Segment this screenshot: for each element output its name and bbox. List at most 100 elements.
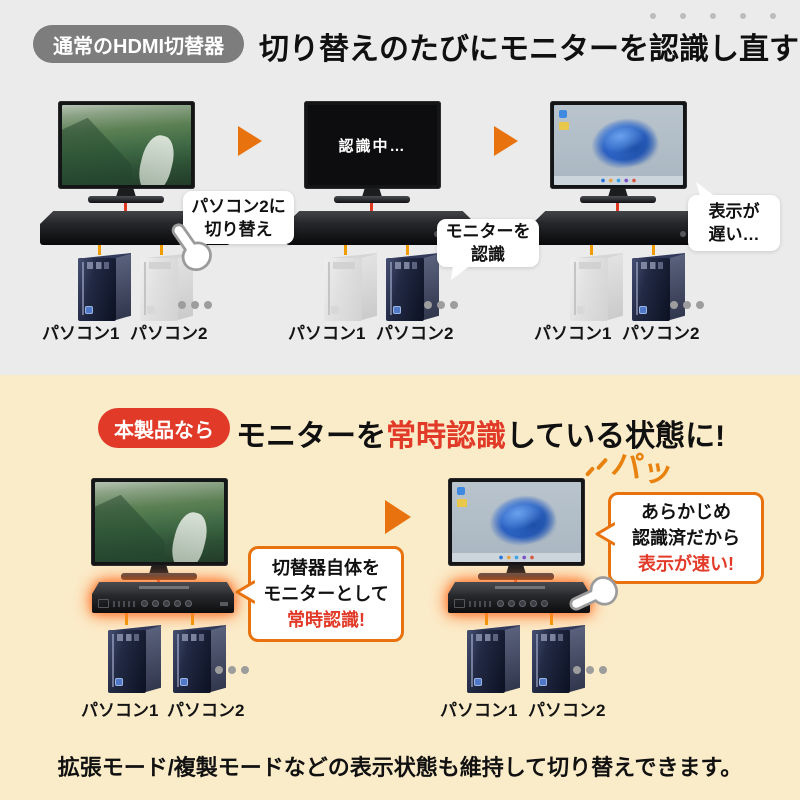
pc-tower-2 [632, 253, 687, 321]
pc-label-2: パソコン2 [528, 701, 606, 720]
bubble-line: モニターとして [263, 584, 389, 604]
monitor-stand-base [580, 196, 656, 203]
pc2-cable [652, 245, 655, 255]
bubble-line: モニターを [445, 222, 531, 241]
pc-label-2: パソコン2 [130, 324, 208, 343]
monitor-stand [362, 188, 382, 197]
switcher-button [508, 600, 515, 607]
folder-icon [559, 122, 569, 130]
pc-tower-1 [467, 625, 522, 693]
bubble-line: 認識済だから [632, 528, 740, 548]
recognizing-text: 認識中… [338, 137, 407, 155]
monitor-screen-windows [554, 105, 683, 185]
switcher-port [454, 599, 465, 608]
sparkle-icon [595, 457, 609, 471]
emphasis-dots [650, 13, 776, 19]
product-after-switch: パソコン1 パソコン2 あらかじめ 認識済だから 表示が速い! [440, 470, 770, 730]
pc-tower-1 [324, 253, 379, 321]
hdmi-cable-monitor [616, 202, 619, 214]
headline-product-pre: モニターを [236, 420, 386, 453]
pc1-cable [590, 245, 593, 255]
bubble-line: 表示が [708, 202, 760, 221]
headline-normal-pre: 切り替えのたびにモニターを [259, 33, 649, 66]
speech-bubble-switch-to-pc2: パソコン2に 切り替え [183, 191, 294, 244]
switcher-button [152, 600, 159, 607]
switcher-button [519, 600, 526, 607]
bubble-line: パソコン2に [191, 196, 286, 216]
desktop-icon [457, 487, 465, 495]
pc-label-2: パソコン2 [376, 324, 454, 343]
pc-tower-1 [570, 253, 625, 321]
monitor-stand-base [121, 573, 197, 580]
ellipsis-dots [573, 666, 607, 674]
monitor [58, 101, 195, 189]
monitor-stand [506, 565, 526, 574]
monitor-screen-recognizing: 認識中… [308, 105, 437, 185]
section-normal-switcher: 通常のHDMI切替器 切り替えのたびにモニターを認識し直す [0, 0, 800, 375]
pc-label-1: パソコン1 [81, 701, 159, 720]
pc1-cable [344, 245, 347, 255]
pc1-cable [485, 612, 488, 625]
hdmi-cable-monitor [124, 202, 127, 214]
switcher-port [98, 599, 109, 608]
pc1-cable [98, 245, 101, 255]
switcher-button [174, 600, 181, 607]
footer-note: 拡張モード/複製モードなどの表示状態も維持して切り替えできます。 [57, 755, 743, 780]
monitor: 認識中… [304, 101, 441, 189]
pc-tower-1 [78, 253, 133, 321]
ellipsis-dots [670, 301, 704, 309]
section-this-product: 本製品なら モニターを常時認識している状態に! [0, 375, 800, 800]
switcher-button [163, 600, 170, 607]
pc2-cable [550, 612, 553, 625]
pc-tower-2 [386, 253, 441, 321]
switcher-labels [469, 600, 493, 607]
badge-normal-label: 通常のHDMI切替器 [53, 35, 225, 58]
speech-bubble-recognize-monitor: モニターを 認識 [437, 219, 539, 280]
hdmi-switcher [286, 211, 476, 245]
pc-label-2: パソコン2 [622, 324, 700, 343]
monitor-stand-base [88, 196, 164, 203]
badge-normal-switcher: 通常のHDMI切替器 [33, 25, 245, 63]
badge-this-product: 本製品なら [98, 408, 230, 448]
pc-label-1: パソコン1 [42, 324, 120, 343]
switcher-button [541, 600, 548, 607]
bubble-tail [595, 522, 615, 546]
monitor-stand [116, 188, 136, 197]
monitor-stand [149, 565, 169, 574]
headline-product: モニターを常時認識している状態に! [236, 411, 725, 455]
headline-product-highlight: 常時認識 [386, 420, 506, 453]
ellipsis-dots [424, 301, 458, 309]
headline-normal: 切り替えのたびにモニターを認識し直す [259, 24, 799, 68]
bubble-line: 認識 [471, 245, 505, 264]
pc2-cable [406, 245, 409, 255]
monitor [448, 478, 585, 566]
pc-tower-2 [140, 253, 195, 321]
step-2-recognizing: 認識中… パソコン [286, 95, 501, 360]
desktop-icon [559, 110, 567, 118]
monitor-stand-base [478, 573, 554, 580]
monitor-screen-windows [452, 482, 581, 562]
bubble-line: 遅い… [708, 225, 760, 244]
monitor-stand-base [334, 196, 410, 203]
bubble-line-highlight: 表示が速い! [638, 554, 734, 574]
switcher-button [530, 600, 537, 607]
product-before-switch: パソコン1 パソコン2 切替器自体を モニターとして 常時認識! [81, 470, 405, 730]
pc-label-2: パソコン2 [167, 701, 245, 720]
ellipsis-dots [178, 301, 212, 309]
pc-label-1: パソコン1 [288, 324, 366, 343]
hdmi-cable-monitor [370, 202, 373, 214]
bubble-line: 切替器自体を [272, 558, 380, 578]
speech-bubble-slow-display: 表示が 遅い… [688, 182, 780, 251]
product-hdmi-switcher [448, 582, 590, 613]
switcher-labels [113, 600, 137, 607]
product-hdmi-switcher [92, 582, 234, 613]
monitor-screen-landscape [95, 482, 224, 562]
monitor-stand [608, 188, 628, 197]
switcher-button [497, 600, 504, 607]
pc2-cable [160, 245, 163, 255]
ellipsis-dots [215, 666, 249, 674]
monitor-screen-landscape [62, 105, 191, 185]
bubble-tail [235, 580, 255, 604]
switcher-led [220, 601, 228, 606]
